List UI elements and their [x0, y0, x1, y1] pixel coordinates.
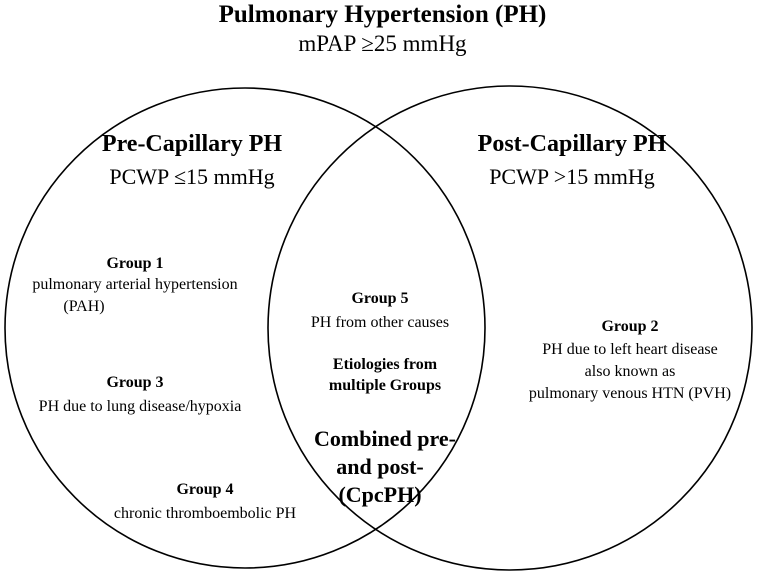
group-2-desc-line-1: PH due to left heart disease: [542, 341, 718, 358]
group-4-label: Group 4: [176, 481, 234, 498]
etiologies-line-2: multiple Groups: [328, 377, 442, 394]
pre-capillary-circle: [4, 87, 486, 569]
post-capillary-circle: [267, 85, 753, 571]
pre-capillary-criterion: PCWP ≤15 mmHg: [109, 164, 275, 189]
pre-capillary-heading: Pre-Capillary PH: [101, 131, 283, 157]
post-capillary-criterion: PCWP >15 mmHg: [489, 164, 655, 189]
group-3-label: Group 3: [106, 374, 164, 391]
etiologies-line-1: Etiologies from: [332, 356, 438, 373]
group-2-desc-line-2: also known as: [584, 363, 676, 380]
group-1-label: Group 1: [106, 255, 164, 272]
diagram-title: Pulmonary Hypertension (PH): [218, 1, 547, 28]
combined-line-2: and post-: [336, 454, 424, 479]
group-2-label: Group 2: [601, 318, 659, 335]
group-1-desc-line-2: (PAH): [63, 298, 105, 315]
group-1-desc-line-1: pulmonary arterial hypertension: [32, 276, 238, 293]
group-3-desc-line-1: PH due to lung disease/hypoxia: [38, 398, 242, 415]
diagram-subtitle: mPAP ≥25 mmHg: [298, 31, 467, 56]
group-5-label: Group 5: [351, 290, 409, 307]
post-capillary-heading: Post-Capillary PH: [477, 131, 667, 157]
combined-line-1: Combined pre-: [314, 426, 456, 451]
group-2-desc-line-3: pulmonary venous HTN (PVH): [528, 385, 732, 402]
group-4-desc-line-1: chronic thromboembolic PH: [113, 505, 297, 522]
combined-line-3: (CpcPH): [338, 482, 422, 507]
group-5-desc-line-1: PH from other causes: [310, 314, 450, 331]
